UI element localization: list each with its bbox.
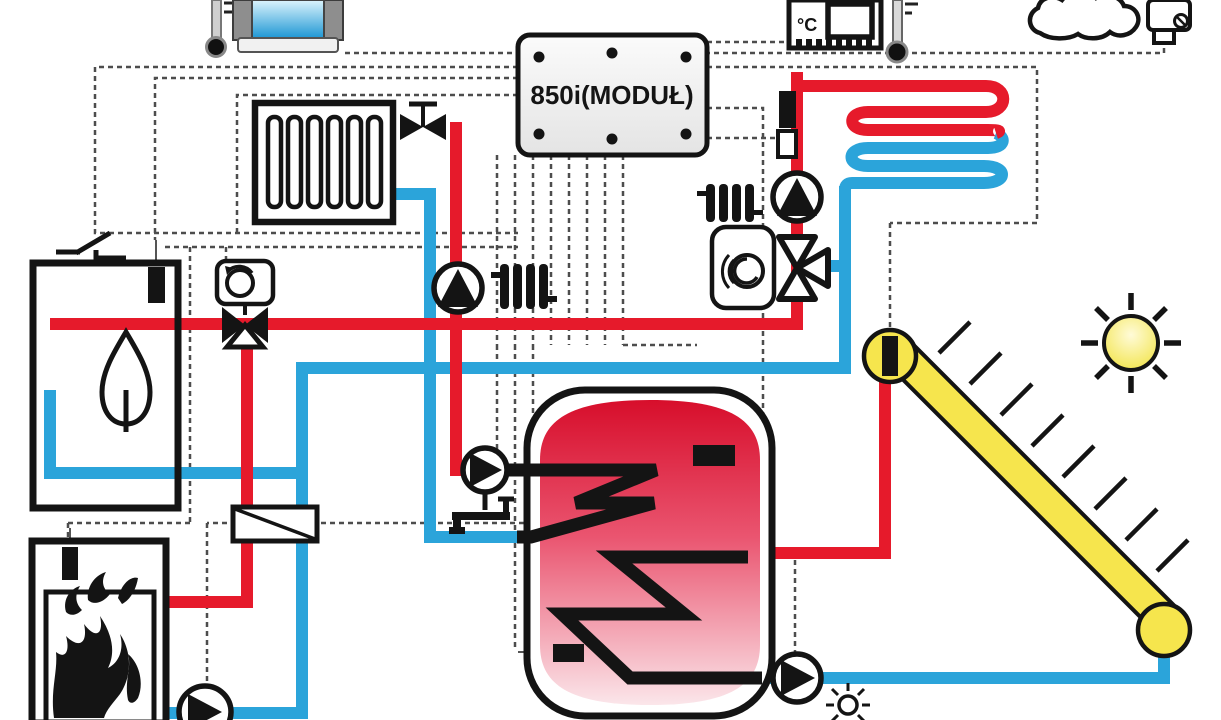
fire-flames-icon bbox=[52, 572, 141, 718]
pumps bbox=[176, 170, 824, 720]
floor-sensor-white bbox=[776, 129, 798, 159]
wire bbox=[235, 93, 518, 233]
tank-bottom-sensor bbox=[553, 644, 584, 662]
radiator-fin bbox=[285, 114, 304, 210]
thermostatic-valve-icon bbox=[400, 101, 446, 140]
wire bbox=[345, 42, 1166, 55]
wire bbox=[93, 65, 518, 235]
mixing-valve-actuator-2 bbox=[709, 224, 777, 311]
exchanger-supply-pipe bbox=[166, 338, 253, 608]
tap-icon bbox=[449, 492, 514, 534]
upper-coil bbox=[505, 463, 659, 544]
pump-icon-floor-circuit bbox=[770, 170, 824, 224]
actuator-knob-icon bbox=[225, 268, 255, 298]
pump-icon-solid-fuel bbox=[176, 683, 234, 720]
pump-icon-solar bbox=[770, 651, 824, 705]
room-thermostat-icon: °C bbox=[786, 0, 884, 51]
module-screw bbox=[606, 47, 618, 59]
main-return-pipe bbox=[156, 186, 851, 719]
outdoor-sensor-icon bbox=[1146, 0, 1192, 45]
sun-icon-small bbox=[826, 683, 870, 720]
lower-coil bbox=[545, 550, 762, 685]
gas-boiler bbox=[29, 230, 182, 512]
solar-supply-pipe bbox=[747, 376, 891, 559]
mixing-valve-actuator-1 bbox=[214, 258, 276, 307]
floor-loop-supply-pipe bbox=[797, 80, 1010, 139]
radiator-icon-small-2 bbox=[697, 184, 763, 222]
collector-sensor bbox=[882, 336, 898, 376]
solid-fuel-boiler bbox=[28, 537, 170, 720]
window-icon bbox=[232, 0, 344, 53]
module-label: 850i(MODUŁ) bbox=[530, 80, 693, 110]
radiator-icon-small-1 bbox=[491, 264, 557, 309]
floor-loop-return-pipe bbox=[839, 127, 1009, 191]
tank-coils bbox=[505, 463, 762, 685]
plate-heat-exchanger bbox=[230, 504, 320, 544]
radiator-fin bbox=[345, 114, 364, 210]
thermometer-icon-1 bbox=[205, 0, 237, 58]
gas-boiler-return-pipe bbox=[44, 390, 308, 479]
sun-icon bbox=[1081, 293, 1181, 393]
radiator-fin bbox=[305, 114, 324, 210]
radiator bbox=[251, 99, 397, 226]
radiator-fin bbox=[325, 114, 344, 210]
mixing-valve-icon-2 bbox=[776, 234, 831, 302]
wire bbox=[707, 106, 765, 448]
solar-collector bbox=[861, 320, 1193, 659]
thermostat-display bbox=[825, 1, 875, 40]
wire bbox=[707, 65, 1039, 332]
radiator-return-pipe bbox=[393, 188, 540, 543]
actuator-dial-icon bbox=[729, 253, 765, 289]
pump-icon-dhw bbox=[460, 445, 510, 495]
cloud-icon bbox=[1027, 0, 1141, 41]
module-screw bbox=[533, 51, 545, 63]
collector-bottom-node bbox=[1135, 601, 1193, 659]
controller-module: 850i(MODUŁ) bbox=[515, 32, 710, 158]
switch-icon bbox=[56, 230, 126, 264]
thermostat-pins bbox=[796, 39, 872, 48]
module-screw bbox=[606, 133, 618, 145]
solar-return-pipe bbox=[770, 646, 1170, 684]
boiler-sensor bbox=[62, 547, 78, 580]
radiator-fin bbox=[365, 114, 384, 210]
wire bbox=[153, 76, 518, 240]
module-screw bbox=[680, 51, 692, 63]
pump-icon-boiler-circuit bbox=[431, 261, 485, 315]
thermostat-unit-label: °C bbox=[797, 15, 817, 35]
module-screw bbox=[533, 128, 545, 140]
boiler-sensor bbox=[148, 267, 165, 303]
wire bbox=[495, 155, 625, 345]
collector-hatch-rays bbox=[937, 320, 1190, 573]
mixing-valve-icon-1 bbox=[221, 304, 269, 350]
tank-top-sensor bbox=[693, 445, 735, 466]
floor-sensor-black bbox=[779, 91, 796, 128]
thermometer-icon-2 bbox=[885, 0, 918, 64]
module-screw bbox=[680, 128, 692, 140]
collector-panel bbox=[889, 343, 1177, 631]
buffer-tank bbox=[505, 386, 776, 720]
radiator-fin bbox=[265, 114, 284, 210]
